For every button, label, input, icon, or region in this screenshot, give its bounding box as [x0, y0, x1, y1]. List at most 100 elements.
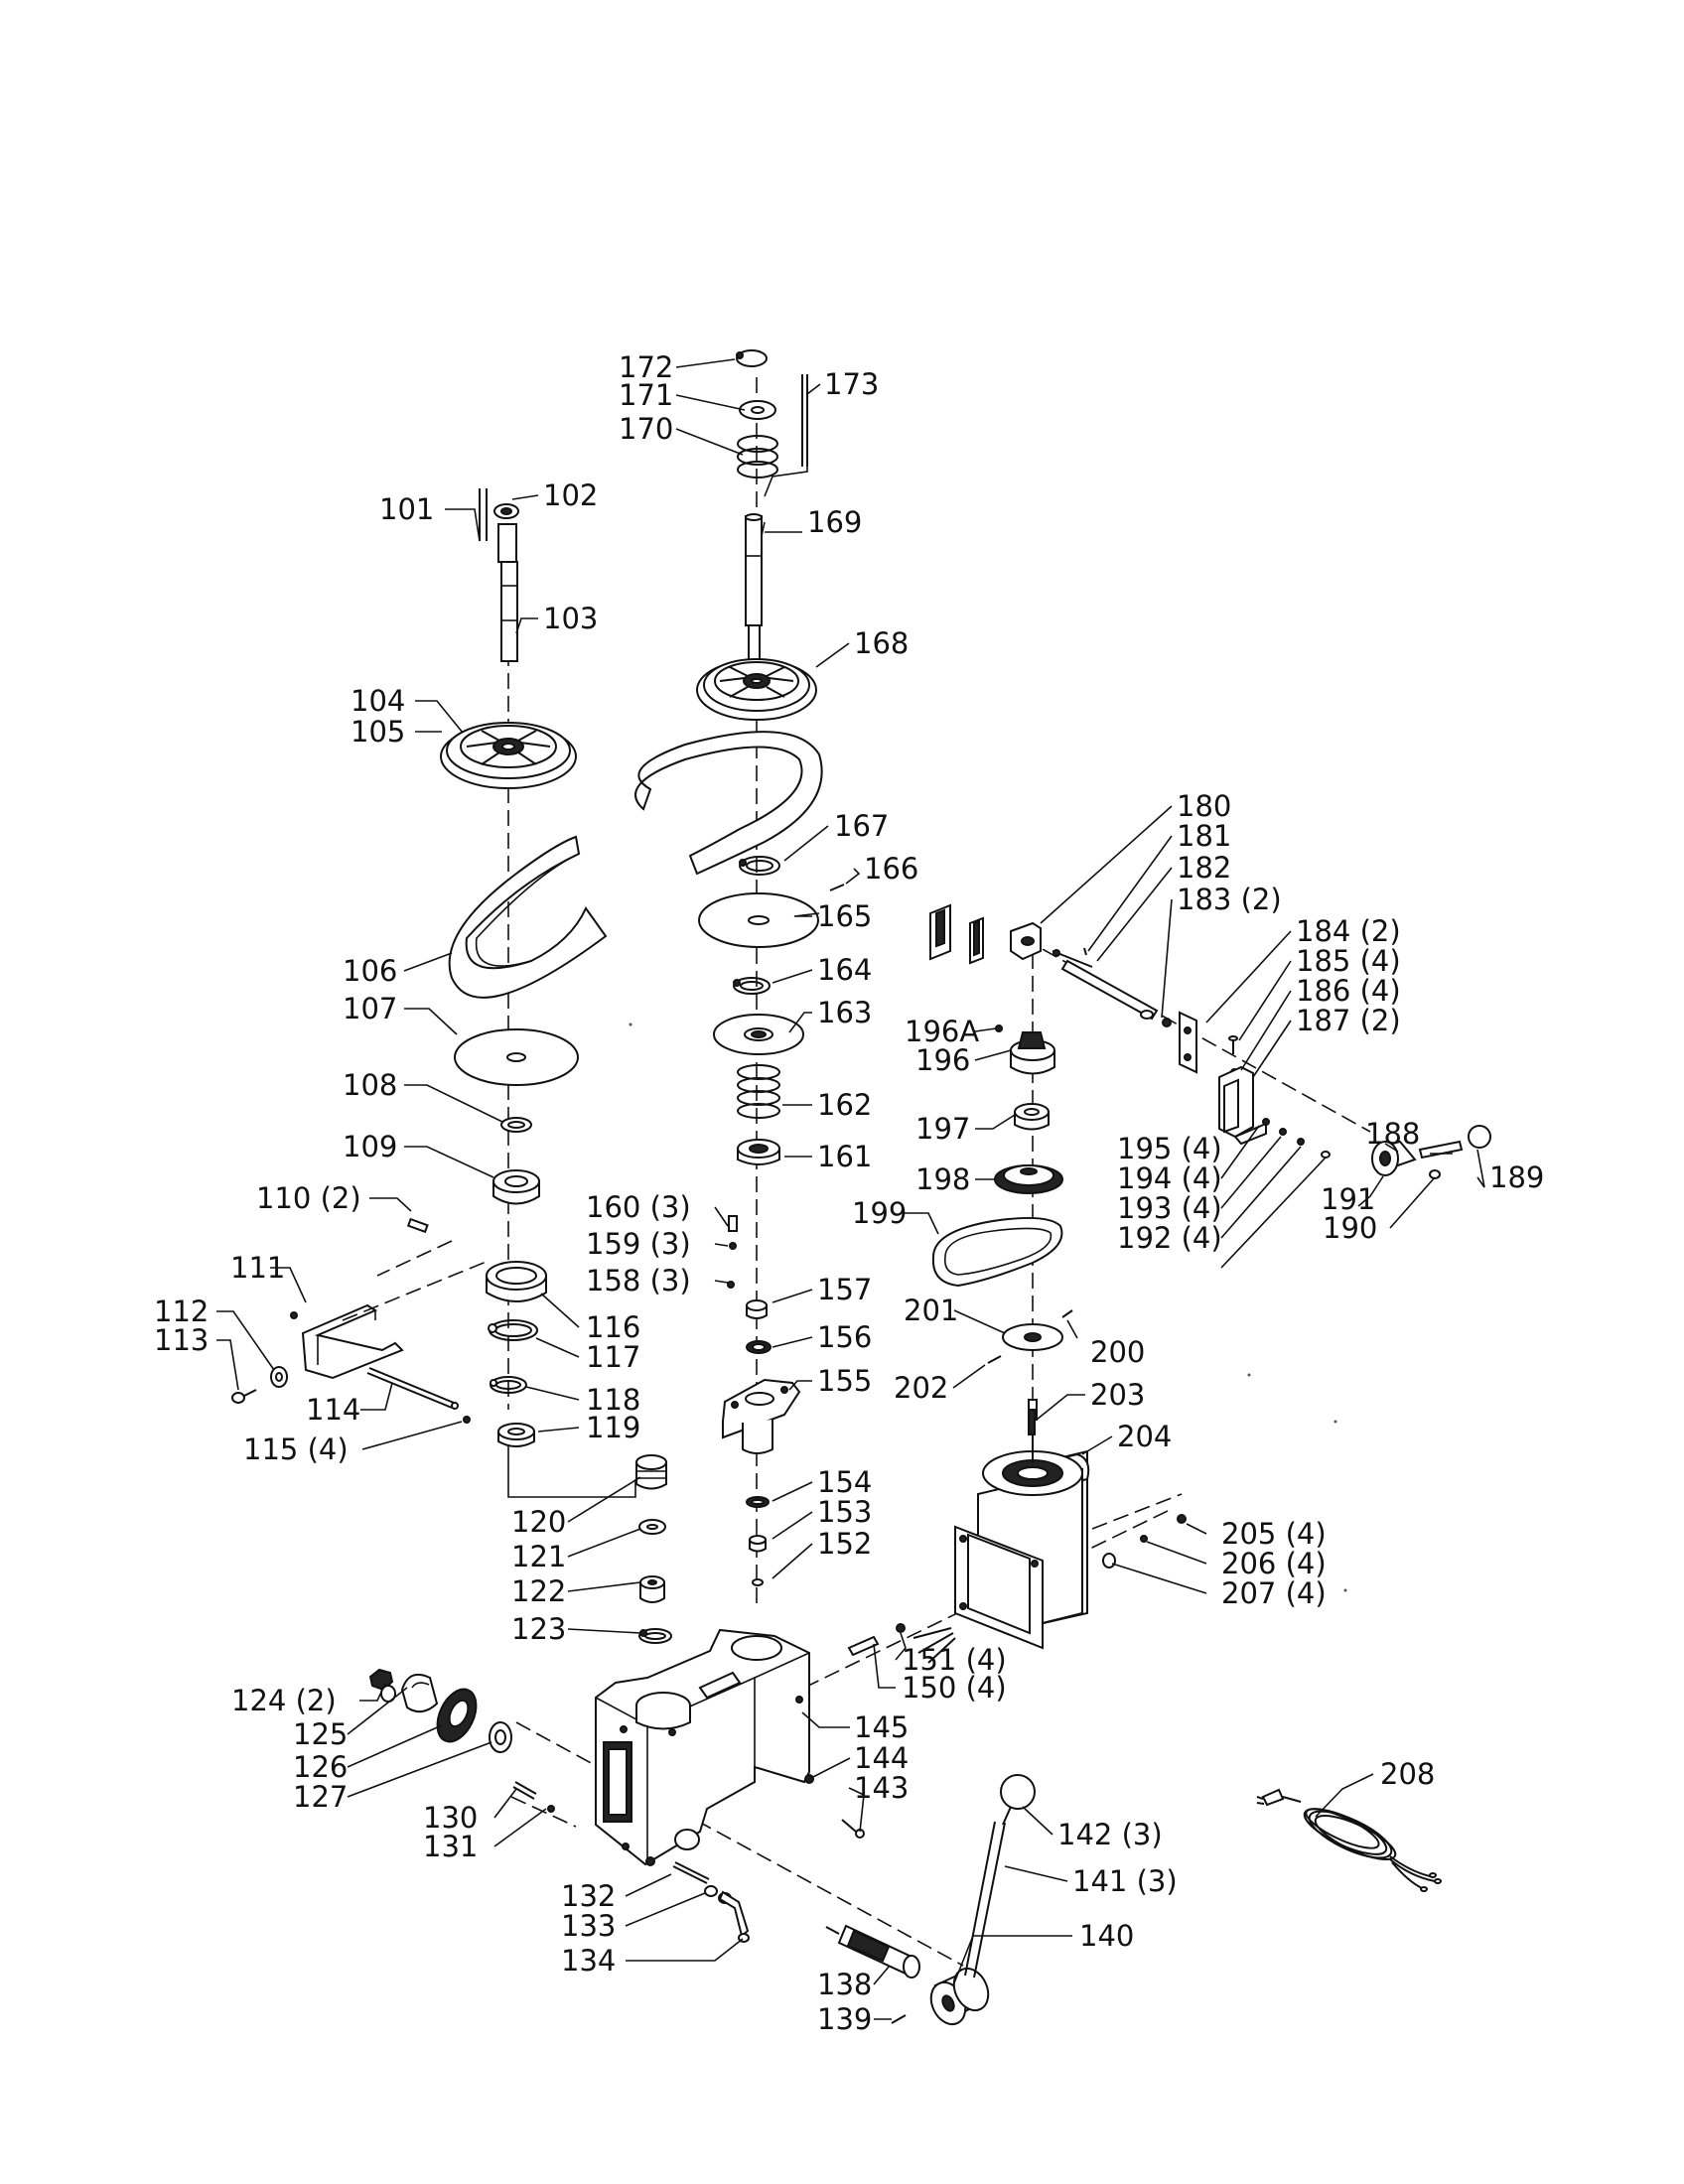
part-134-lever	[718, 1890, 750, 1943]
label-152: 152	[817, 1527, 872, 1561]
part-119-bearing	[497, 1423, 535, 1447]
label-109: 109	[343, 1130, 397, 1163]
part-171-washer	[739, 400, 776, 420]
label-130: 130	[423, 1801, 478, 1835]
part-194-washer	[1279, 1128, 1287, 1136]
label-126: 126	[293, 1750, 348, 1784]
label-170: 170	[619, 412, 673, 446]
motor-pulley-group	[931, 1024, 1073, 1435]
label-195: 195 (4)	[1117, 1132, 1222, 1165]
part-169-shaft	[745, 513, 763, 661]
label-151: 151 (4)	[902, 1643, 1007, 1677]
label-108: 108	[343, 1068, 397, 1102]
part-113-screw	[231, 1389, 257, 1404]
part-199-belt	[931, 1217, 1063, 1288]
part-202-pin	[987, 1355, 1002, 1364]
label-164: 164	[817, 953, 872, 987]
label-172: 172	[619, 350, 673, 384]
part-190-screw	[1429, 1169, 1441, 1179]
label-104: 104	[351, 684, 405, 718]
scan-specks	[629, 1023, 1347, 1592]
part-182-shaft	[1060, 947, 1159, 1021]
part-185-screw	[1228, 1035, 1238, 1054]
label-159: 159 (3)	[586, 1227, 691, 1261]
label-140: 140	[1079, 1919, 1134, 1953]
label-117: 117	[586, 1340, 640, 1374]
label-122: 122	[511, 1574, 566, 1608]
part-153-bushing	[749, 1535, 767, 1553]
label-125: 125	[293, 1717, 348, 1751]
part-200-screw	[1061, 1309, 1073, 1318]
label-192: 192 (4)	[1117, 1221, 1222, 1255]
part-184-plate	[1179, 1011, 1197, 1074]
label-145: 145	[854, 1710, 909, 1744]
part-187-bracket	[1218, 1065, 1267, 1146]
part-108-washer	[500, 1117, 532, 1133]
part-142-ball	[1000, 1774, 1036, 1826]
label-169: 169	[807, 505, 862, 539]
label-158: 158 (3)	[586, 1264, 691, 1297]
label-110: 110 (2)	[256, 1181, 361, 1215]
part-115-screw	[463, 1416, 471, 1424]
part-139-pin	[891, 2014, 907, 2024]
label-112: 112	[154, 1295, 209, 1328]
part-127-washer	[489, 1721, 512, 1753]
part-163-flange	[713, 1014, 804, 1055]
part-203-key	[1028, 1409, 1036, 1435]
part-101-key	[479, 488, 488, 541]
label-153: 153	[817, 1495, 872, 1529]
label-197: 197	[915, 1112, 970, 1146]
label-105: 105	[351, 715, 405, 749]
label-201: 201	[904, 1294, 958, 1327]
part-122-bearing	[639, 1575, 665, 1603]
part-183-set-screw	[1162, 1018, 1172, 1027]
part-205-nut	[1177, 1514, 1187, 1524]
label-188: 188	[1365, 1117, 1420, 1151]
label-204: 204	[1117, 1420, 1172, 1453]
label-116: 116	[586, 1310, 640, 1344]
part-156-ring	[746, 1340, 772, 1354]
label-154: 154	[817, 1465, 872, 1499]
label-141: 141 (3)	[1072, 1864, 1178, 1898]
label-181: 181	[1177, 819, 1231, 853]
part-130-stud	[512, 1781, 537, 1800]
label-101: 101	[379, 492, 434, 526]
label-200: 200	[1090, 1335, 1145, 1369]
label-185: 185 (4)	[1296, 944, 1401, 978]
part-151-nut	[896, 1623, 906, 1633]
label-203: 203	[1090, 1378, 1145, 1412]
label-142: 142 (3)	[1057, 1818, 1163, 1851]
label-182: 182	[1177, 851, 1231, 885]
label-198: 198	[915, 1162, 970, 1196]
part-112-nut	[270, 1366, 288, 1388]
center-spindle-group	[634, 349, 845, 1586]
part-165-disc	[698, 892, 819, 948]
part-167-ring	[739, 856, 780, 876]
part-123-ring	[638, 1628, 672, 1644]
part-208-power-cord	[1256, 1788, 1442, 1892]
label-131: 131	[423, 1830, 478, 1863]
part-141-arm	[964, 1821, 1006, 1979]
part-188-handle	[1418, 1140, 1464, 1160]
tension-arm-group	[929, 903, 1491, 1179]
left-spindle-group	[440, 488, 636, 1498]
label-180: 180	[1177, 789, 1231, 823]
part-105-pulley	[440, 722, 577, 789]
part-170-spring	[737, 435, 778, 478]
part-161-collar	[737, 1139, 780, 1165]
label-189: 189	[1489, 1160, 1544, 1194]
part-168-pulley	[696, 658, 817, 721]
part-116-bearing	[486, 1261, 547, 1302]
label-119: 119	[586, 1411, 640, 1444]
part-196-housing	[1010, 1031, 1055, 1075]
label-207: 207 (4)	[1221, 1576, 1327, 1610]
label-167: 167	[834, 809, 889, 843]
part-164-ring	[733, 977, 771, 995]
label-187: 187 (2)	[1296, 1004, 1401, 1037]
part-197-bearing	[1014, 1103, 1050, 1131]
part-131-screw	[547, 1805, 555, 1813]
part-110-pin	[406, 1217, 429, 1234]
part-191-knob	[1371, 1140, 1417, 1176]
label-190: 190	[1323, 1211, 1377, 1245]
label-127: 127	[293, 1780, 348, 1814]
